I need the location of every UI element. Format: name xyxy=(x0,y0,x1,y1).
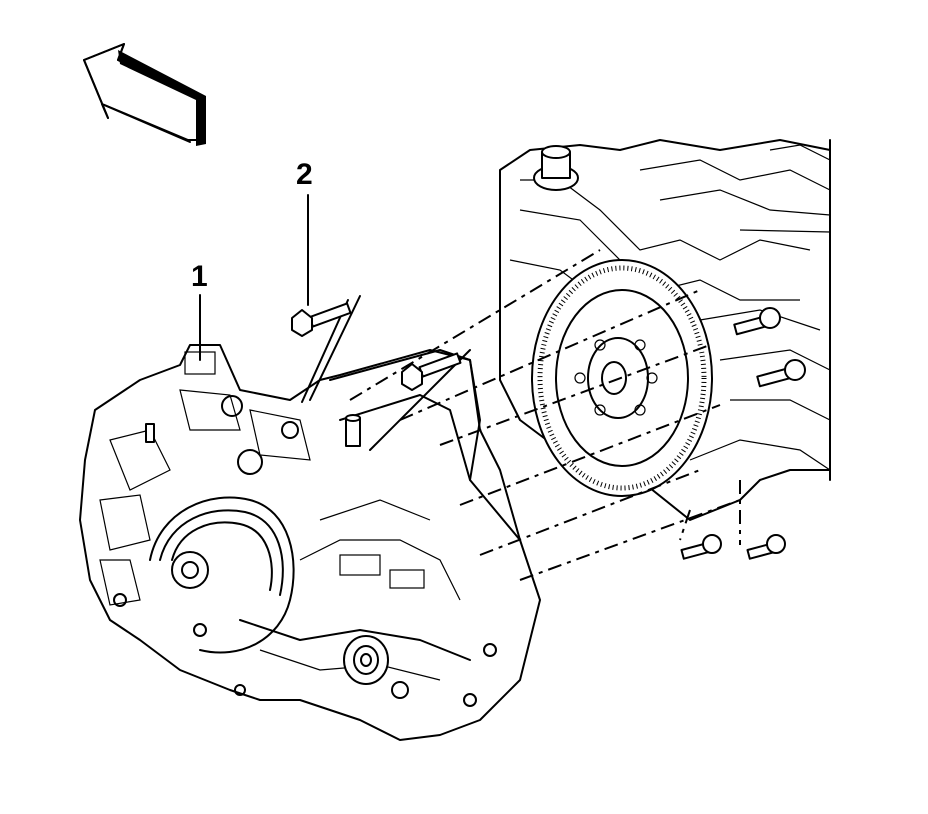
transmission-assembly xyxy=(79,344,541,741)
bolt-icon xyxy=(733,307,781,336)
bolt-icon xyxy=(291,302,352,337)
callout-1-label: 1 xyxy=(191,260,208,293)
bolt-icon xyxy=(680,534,722,560)
bolt-icon xyxy=(401,352,462,391)
bolt-icon xyxy=(756,359,806,388)
alignment-lines xyxy=(349,249,741,581)
bolt-icon xyxy=(746,534,786,560)
callout-2-label: 2 xyxy=(296,158,313,191)
front-direction-arrow-icon xyxy=(83,43,206,146)
